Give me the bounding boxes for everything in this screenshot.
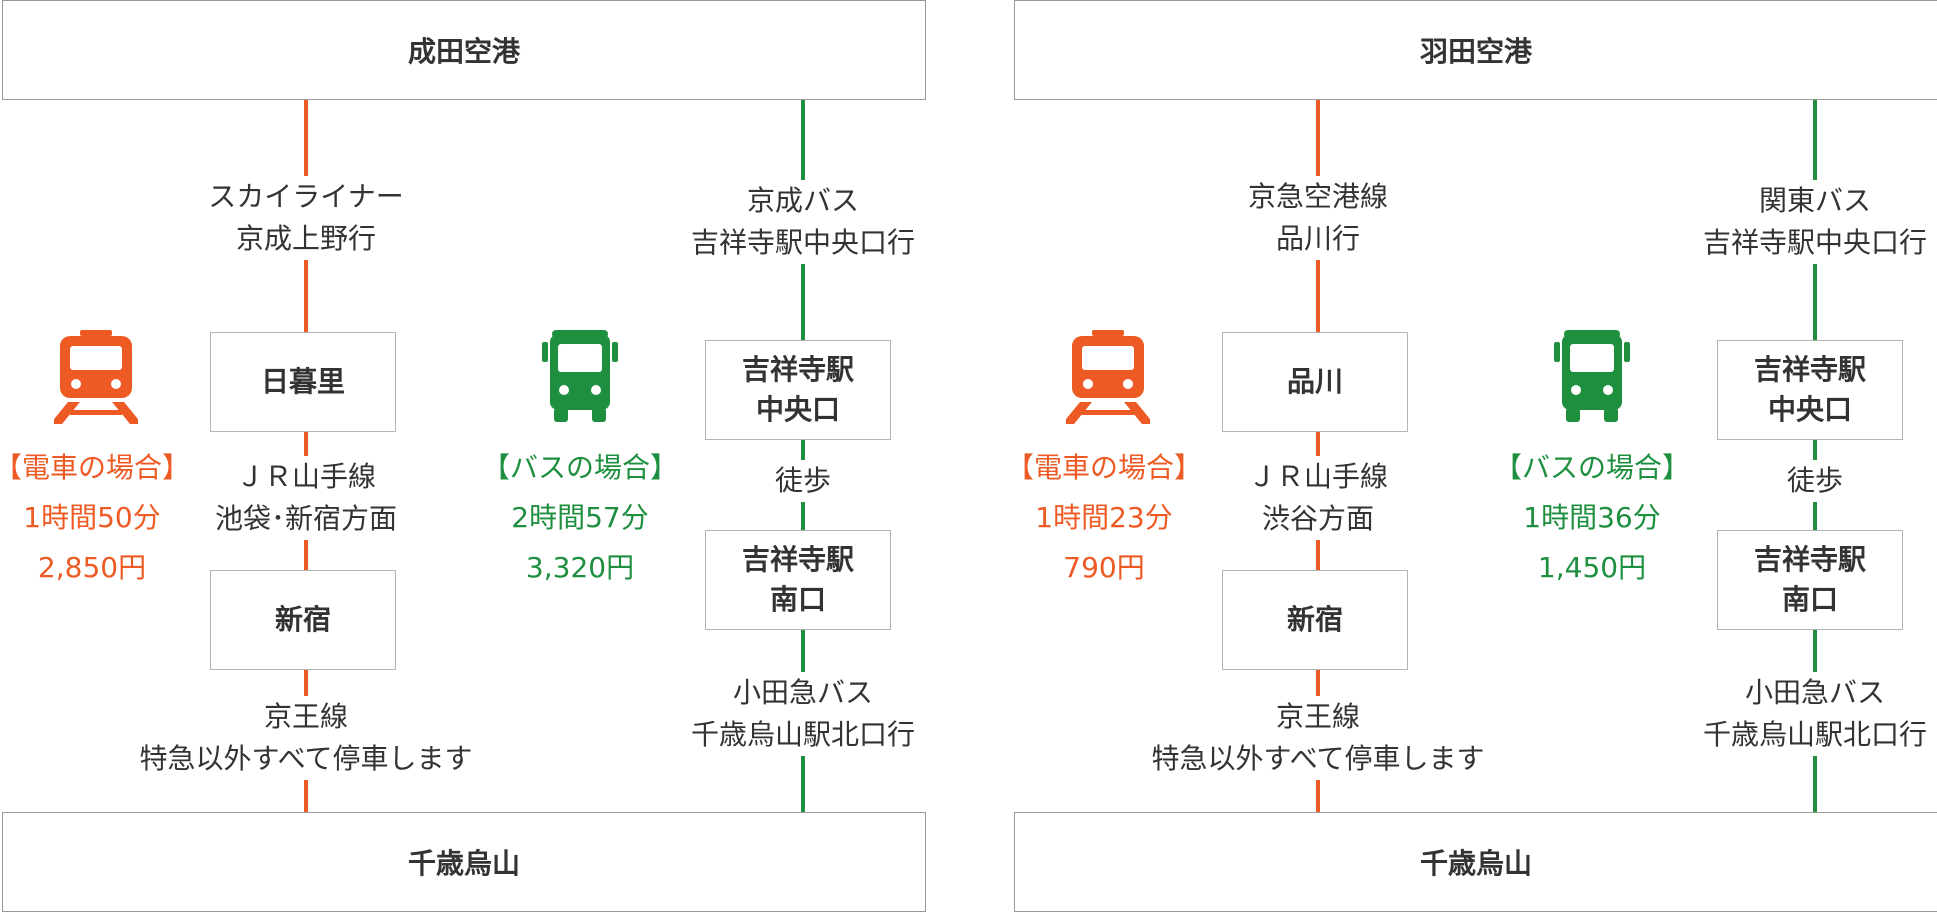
train-transfer-station-2: 新宿 (210, 570, 396, 670)
segment-note: 特急以外すべて停車します (139, 742, 473, 775)
origin-label: 羽田空港 (1419, 35, 1532, 68)
train-segment-1: 京急空港線 品川行 (1243, 176, 1393, 260)
train-summary: 【電車の場合】 1時間23分 790円 (1006, 443, 1202, 593)
origin-label: 成田空港 (407, 35, 520, 68)
train-segment-2: ＪＲ山手線 池袋･新宿方面 (210, 456, 402, 540)
bus-case-label: 【バスの場合】 (481, 451, 679, 484)
segment-direction: 品川行 (1275, 222, 1361, 255)
station-name: 吉祥寺駅 (1753, 543, 1866, 576)
segment-line-name: 京王線 (1275, 700, 1361, 733)
destination-label: 千歳烏山 (1419, 847, 1532, 880)
segment-line-name: 関東バス (1758, 184, 1872, 217)
bus-case-label: 【バスの場合】 (1493, 451, 1691, 484)
bus-segment-3: 小田急バス 千歳烏山駅北口行 (686, 672, 920, 756)
bus-transfer-station-2: 吉祥寺駅 南口 (705, 530, 891, 630)
train-segment-3: 京王線 特急以外すべて停車します (135, 696, 477, 780)
segment-line-name: ＪＲ山手線 (1247, 460, 1389, 493)
bus-segment-2: 徒歩 (770, 460, 836, 502)
bus-summary: 【バスの場合】 1時間36分 1,450円 (1494, 443, 1690, 593)
segment-direction: 千歳烏山駅北口行 (690, 718, 916, 751)
bus-icon (1554, 330, 1630, 422)
segment-line-name: ＪＲ山手線 (235, 460, 377, 493)
segment-direction: 京成上野行 (235, 222, 377, 255)
segment-line-name: 京成バス (746, 184, 860, 217)
bus-travel-time: 1時間36分 (1523, 501, 1661, 534)
station-name: 新宿 (274, 603, 331, 636)
train-icon (54, 330, 138, 424)
train-icon (1066, 330, 1150, 424)
station-exit: 中央口 (755, 393, 840, 426)
destination-box: 千歳烏山 (1014, 812, 1937, 912)
train-fare: 790円 (1063, 551, 1145, 584)
train-fare: 2,850円 (37, 551, 147, 584)
route-panel-narita: 成田空港 スカイライナー 京成上野行 日暮里 ＪＲ山手線 池袋･新宿方面 新宿 … (0, 0, 928, 912)
station-exit: 南口 (1781, 583, 1838, 616)
train-segment-2: ＪＲ山手線 渋谷方面 (1243, 456, 1393, 540)
station-exit: 中央口 (1767, 393, 1852, 426)
bus-segment-3: 小田急バス 千歳烏山駅北口行 (1698, 672, 1932, 756)
train-case-label: 【電車の場合】 (0, 451, 191, 484)
segment-line-name: 京急空港線 (1247, 180, 1389, 213)
origin-box: 羽田空港 (1014, 0, 1937, 100)
destination-label: 千歳烏山 (407, 847, 520, 880)
segment-direction: 池袋･新宿方面 (214, 502, 398, 535)
bus-fare: 3,320円 (525, 551, 635, 584)
station-name: 新宿 (1286, 603, 1343, 636)
destination-box: 千歳烏山 (2, 812, 926, 912)
bus-route-line (801, 100, 805, 812)
station-name: 吉祥寺駅 (741, 353, 854, 386)
bus-segment-1: 京成バス 吉祥寺駅中央口行 (686, 180, 920, 264)
segment-line-name: 京王線 (263, 700, 349, 733)
bus-fare: 1,450円 (1537, 551, 1647, 584)
train-segment-1: スカイライナー 京成上野行 (204, 176, 408, 260)
segment-line-name: 小田急バス (732, 676, 874, 709)
train-travel-time: 1時間23分 (1035, 501, 1173, 534)
train-summary: 【電車の場合】 1時間50分 2,850円 (0, 443, 190, 593)
station-exit: 南口 (769, 583, 826, 616)
bus-transfer-station-2: 吉祥寺駅 南口 (1717, 530, 1903, 630)
bus-segment-2: 徒歩 (1782, 460, 1848, 502)
bus-summary: 【バスの場合】 2時間57分 3,320円 (482, 443, 678, 593)
bus-segment-1: 関東バス 吉祥寺駅中央口行 (1698, 180, 1932, 264)
segment-direction: 渋谷方面 (1261, 502, 1375, 535)
bus-travel-time: 2時間57分 (511, 501, 649, 534)
segment-walk: 徒歩 (1786, 464, 1844, 497)
train-travel-time: 1時間50分 (23, 501, 161, 534)
segment-line-name: 小田急バス (1744, 676, 1886, 709)
segment-direction: 千歳烏山駅北口行 (1702, 718, 1928, 751)
segment-direction: 吉祥寺駅中央口行 (690, 226, 916, 259)
route-panel-haneda: 羽田空港 京急空港線 品川行 品川 ＪＲ山手線 渋谷方面 新宿 京王線 特急以外… (1006, 0, 1937, 912)
bus-transfer-station-1: 吉祥寺駅 中央口 (705, 340, 891, 440)
station-name: 吉祥寺駅 (741, 543, 854, 576)
train-transfer-station-1: 品川 (1222, 332, 1408, 432)
station-name: 品川 (1286, 365, 1343, 398)
bus-transfer-station-1: 吉祥寺駅 中央口 (1717, 340, 1903, 440)
bus-route-line (1813, 100, 1817, 812)
train-segment-3: 京王線 特急以外すべて停車します (1147, 696, 1489, 780)
segment-walk: 徒歩 (774, 464, 832, 497)
segment-direction: 吉祥寺駅中央口行 (1702, 226, 1928, 259)
train-case-label: 【電車の場合】 (1005, 451, 1203, 484)
bus-icon (542, 330, 618, 422)
segment-line-name: スカイライナー (208, 180, 404, 213)
station-name: 吉祥寺駅 (1753, 353, 1866, 386)
station-name: 日暮里 (260, 365, 345, 398)
train-transfer-station-2: 新宿 (1222, 570, 1408, 670)
origin-box: 成田空港 (2, 0, 926, 100)
train-transfer-station-1: 日暮里 (210, 332, 396, 432)
segment-note: 特急以外すべて停車します (1151, 742, 1485, 775)
